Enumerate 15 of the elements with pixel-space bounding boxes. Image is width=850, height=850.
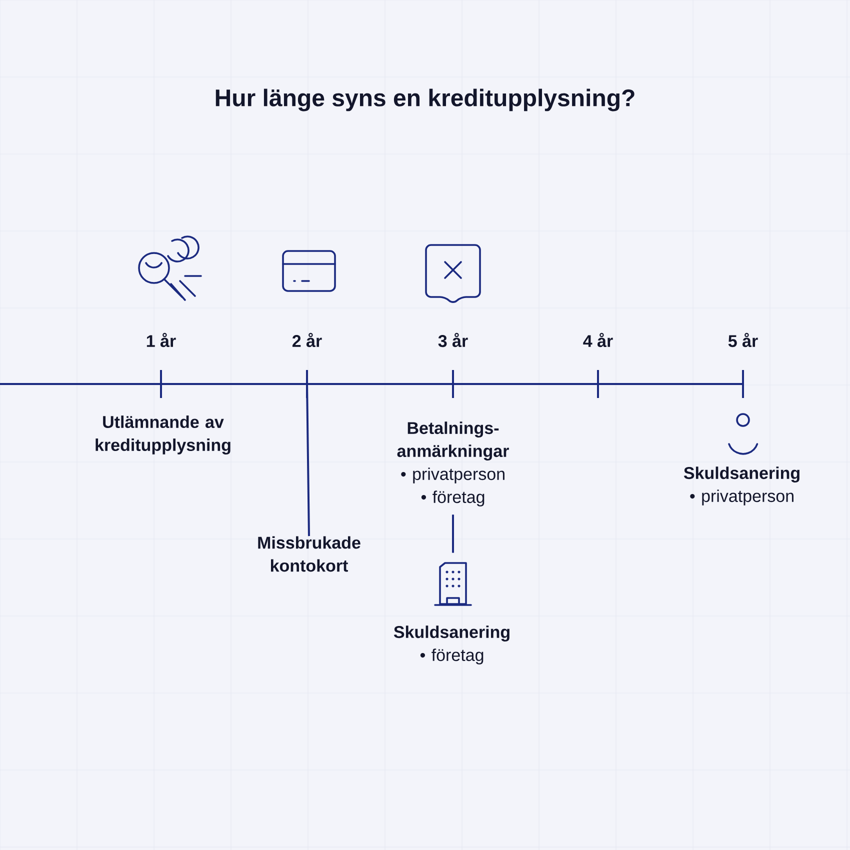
year-label: 4 år	[583, 332, 613, 348]
connector-line	[452, 514, 454, 553]
event-label: Utlämnande av kreditupplysning	[96, 416, 230, 454]
event-label: Skuldsanering • företag	[394, 626, 510, 664]
year-label: 1 år	[146, 332, 176, 348]
event-label: Skuldsanering • privatperson	[684, 466, 800, 506]
event-label: Betalnings-anmärkningar • privatperson • företag	[397, 422, 509, 506]
title: Hur länge syns en kreditupplysning?	[216, 88, 634, 112]
connector-line	[306, 384, 310, 536]
person-icon	[728, 413, 758, 455]
year-label: 3 år	[438, 332, 468, 348]
year-label: 5 år	[728, 332, 758, 348]
event-label: Missbrukade kontokort	[258, 536, 360, 572]
building-icon	[434, 562, 472, 606]
year-label: 2 år	[292, 332, 322, 348]
